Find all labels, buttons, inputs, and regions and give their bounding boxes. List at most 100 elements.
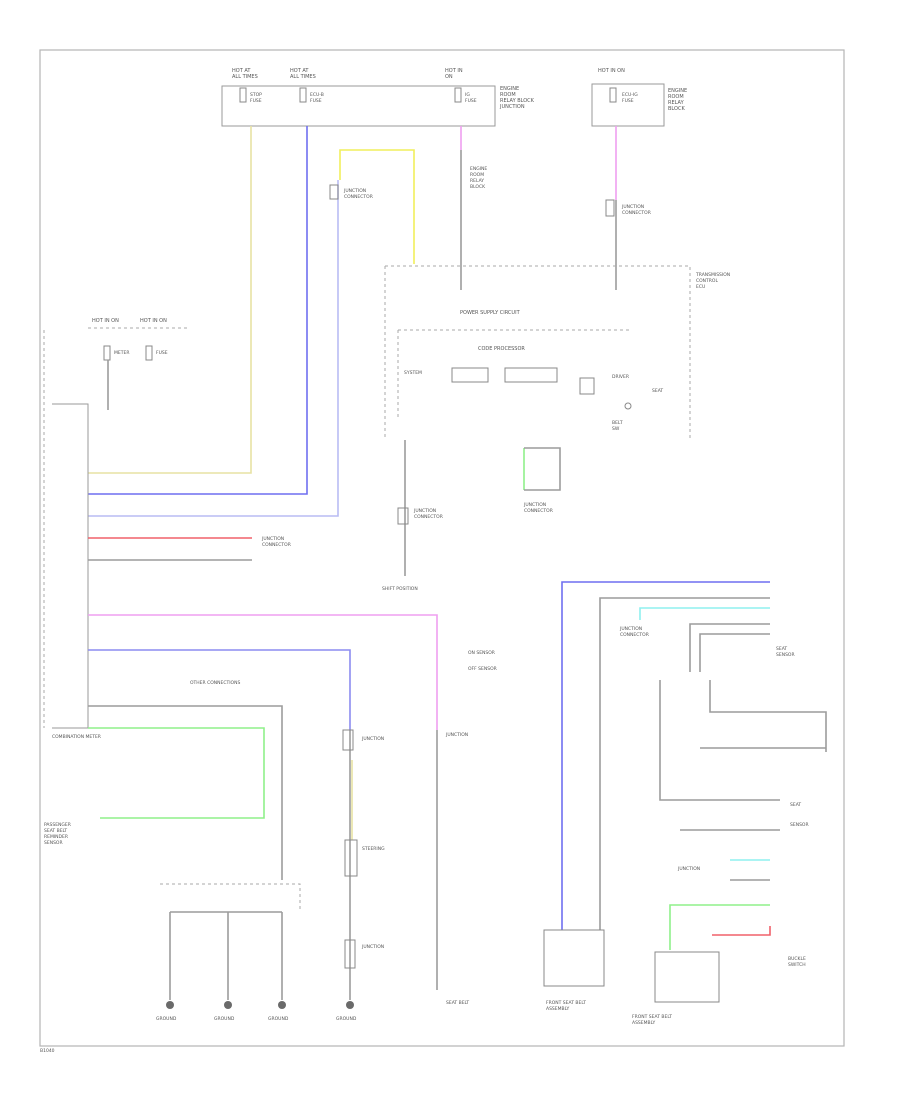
svg-text:FUSE: FUSE	[250, 98, 262, 104]
svg-text:ENGINE: ENGINE	[470, 166, 487, 172]
svg-text:SENSOR: SENSOR	[776, 652, 795, 658]
svg-text:ROOM: ROOM	[668, 94, 684, 100]
svg-text:SWITCH: SWITCH	[788, 962, 806, 968]
wire-red-lower	[712, 926, 771, 936]
mid-connector-1	[342, 729, 354, 751]
wire-cyan-right	[639, 607, 770, 620]
svg-text:ENGINE: ENGINE	[500, 86, 519, 92]
svg-text:CODE PROCESSOR: CODE PROCESSOR	[478, 346, 525, 352]
svg-text:JUNCTION: JUNCTION	[361, 736, 384, 742]
ecu-module-dashed: POWER SUPPLY CIRCUIT CODE PROCESSOR SYST…	[384, 265, 730, 440]
svg-text:REMINDER: REMINDER	[44, 834, 68, 840]
svg-text:BLOCK: BLOCK	[470, 184, 486, 190]
ground-3	[278, 1001, 286, 1009]
svg-text:SENSOR: SENSOR	[790, 822, 809, 828]
center-connector	[397, 507, 409, 525]
svg-text:SYSTEM: SYSTEM	[404, 370, 422, 376]
wire-blue-lower	[88, 649, 351, 730]
svg-text:CONTROL: CONTROL	[696, 278, 718, 284]
svg-text:SHIFT POSITION: SHIFT POSITION	[382, 586, 418, 592]
svg-text:JUNCTION: JUNCTION	[619, 626, 642, 632]
svg-text:DRIVER: DRIVER	[612, 374, 629, 380]
svg-text:HOT AT: HOT AT	[290, 68, 309, 74]
junction-connector-right	[605, 199, 615, 217]
svg-text:ENGINE: ENGINE	[668, 88, 687, 94]
wire-bottom-bus	[169, 911, 283, 1000]
svg-text:GROUND: GROUND	[336, 1016, 357, 1022]
svg-text:JUNCTION: JUNCTION	[361, 944, 384, 950]
svg-text:SW: SW	[612, 426, 620, 432]
svg-text:CONNECTOR: CONNECTOR	[622, 210, 651, 216]
svg-text:JUNCTION: JUNCTION	[677, 866, 700, 872]
junction-connector-left	[329, 184, 339, 200]
svg-text:ALL TIMES: ALL TIMES	[232, 74, 258, 80]
svg-text:OTHER CONNECTIONS: OTHER CONNECTIONS	[190, 680, 240, 686]
svg-text:IG: IG	[465, 92, 470, 98]
wire-grey-right-5	[709, 680, 827, 752]
diagram-frame	[39, 49, 845, 1047]
wire-grey-right-3	[699, 633, 770, 672]
svg-text:METER: METER	[114, 350, 129, 356]
combination-meter: HOT IN ON HOT IN ON COMBINATION METER ME…	[43, 318, 190, 740]
svg-text:POWER SUPPLY CIRCUIT: POWER SUPPLY CIRCUIT	[460, 310, 521, 316]
svg-text:BELT: BELT	[612, 420, 623, 426]
mid-connector-2	[344, 839, 358, 877]
svg-text:BLOCK: BLOCK	[668, 106, 685, 112]
svg-text:STEERING: STEERING	[362, 846, 385, 852]
svg-text:ECU-B: ECU-B	[310, 92, 324, 98]
svg-text:CONNECTOR: CONNECTOR	[414, 514, 443, 520]
svg-text:PASSENGER: PASSENGER	[44, 822, 71, 828]
svg-text:GROUND: GROUND	[268, 1016, 289, 1022]
front-seat-assembly-right	[654, 951, 720, 1003]
svg-text:ON: ON	[445, 74, 453, 80]
wire-pink-long	[88, 614, 438, 730]
svg-text:JUNCTION: JUNCTION	[413, 508, 436, 514]
svg-text:HOT AT: HOT AT	[232, 68, 251, 74]
svg-text:ROOM: ROOM	[500, 92, 516, 98]
svg-text:ECU-IG: ECU-IG	[622, 92, 638, 98]
svg-text:SEAT: SEAT	[652, 388, 663, 394]
svg-text:SEAT BELT: SEAT BELT	[446, 1000, 469, 1006]
svg-text:HOT IN ON: HOT IN ON	[598, 68, 625, 74]
svg-text:JUNCTION: JUNCTION	[523, 502, 546, 508]
svg-text:ROOM: ROOM	[470, 172, 484, 178]
svg-text:FUSE: FUSE	[156, 350, 168, 356]
svg-text:FUSE: FUSE	[465, 98, 477, 104]
svg-text:BUCKLE: BUCKLE	[788, 956, 806, 962]
diagram-corner-label: B1040	[40, 1048, 55, 1054]
svg-text:ASSEMBLY: ASSEMBLY	[546, 1006, 570, 1012]
wire-grey-left-loop	[88, 705, 283, 880]
svg-text:SENSOR: SENSOR	[44, 840, 63, 846]
ground-1	[166, 1001, 174, 1009]
svg-text:ALL TIMES: ALL TIMES	[290, 74, 316, 80]
svg-text:GROUND: GROUND	[214, 1016, 235, 1022]
svg-text:SEAT BELT: SEAT BELT	[44, 828, 67, 834]
wire-green-lower	[669, 904, 770, 950]
svg-text:HOT IN ON: HOT IN ON	[140, 318, 167, 324]
svg-text:FRONT SEAT BELT: FRONT SEAT BELT	[632, 1014, 672, 1020]
svg-text:HOT IN ON: HOT IN ON	[92, 318, 119, 324]
wire-yellow-bright	[339, 149, 415, 264]
ground-4	[346, 1001, 354, 1009]
svg-text:RELAY: RELAY	[668, 100, 685, 106]
svg-text:JUNCTION: JUNCTION	[343, 188, 366, 194]
svg-text:RELAY: RELAY	[470, 178, 484, 184]
svg-text:JUNCTION: JUNCTION	[621, 204, 644, 210]
svg-text:GROUND: GROUND	[156, 1016, 177, 1022]
svg-text:SEAT: SEAT	[776, 646, 787, 652]
wire-yellow-stop	[88, 126, 252, 474]
svg-text:FRONT SEAT BELT: FRONT SEAT BELT	[546, 1000, 586, 1006]
svg-text:ASSEMBLY: ASSEMBLY	[632, 1020, 656, 1026]
svg-text:STOP: STOP	[250, 92, 262, 98]
svg-text:JUNCTION: JUNCTION	[261, 536, 284, 542]
svg-text:ON SENSOR: ON SENSOR	[468, 650, 495, 656]
wire-blue-ecu	[88, 126, 308, 495]
svg-text:ECU: ECU	[696, 284, 705, 290]
svg-text:TRANSMISSION: TRANSMISSION	[695, 272, 730, 278]
wire-green-sensor	[88, 727, 265, 819]
wire-grey-right-4	[659, 680, 780, 801]
svg-text:CONNECTOR: CONNECTOR	[344, 194, 373, 200]
